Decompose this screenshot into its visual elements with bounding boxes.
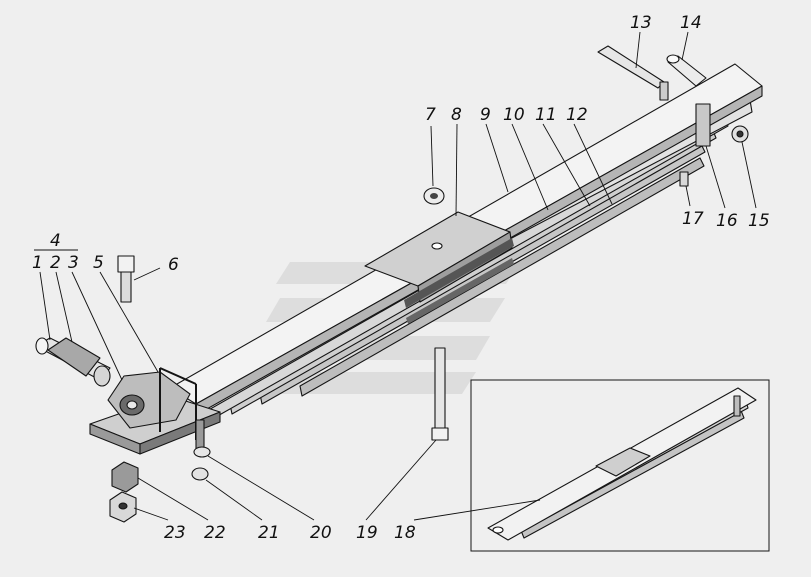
bolt-6-shank bbox=[120, 271, 132, 303]
bracket-tab bbox=[659, 81, 669, 101]
callout-9: 9 bbox=[480, 105, 491, 125]
inset-pad bbox=[595, 447, 651, 477]
callout-18: 18 bbox=[394, 523, 416, 543]
front-bracket bbox=[89, 367, 221, 458]
center-bolt-hole bbox=[431, 242, 443, 250]
callout-4: 4 bbox=[50, 231, 61, 251]
callout-22: 22 bbox=[204, 523, 226, 543]
callout-1: 1 bbox=[32, 253, 43, 273]
pin-end bbox=[35, 337, 49, 355]
inset-eye bbox=[492, 526, 504, 534]
callout-14: 14 bbox=[680, 13, 702, 33]
nut-7-hole bbox=[430, 193, 438, 199]
inset-assembled-view bbox=[470, 379, 770, 552]
bolt-6-head bbox=[117, 255, 135, 273]
nut-23-hole bbox=[118, 502, 128, 510]
clip-bolt bbox=[195, 419, 205, 451]
callout-19: 19 bbox=[356, 523, 378, 543]
callout-17: 17 bbox=[682, 209, 704, 229]
center-shadow-2 bbox=[406, 258, 514, 324]
loose-nuts bbox=[109, 461, 209, 523]
eye-bore-inner bbox=[126, 400, 138, 410]
callout-10: 10 bbox=[503, 105, 525, 125]
center-bolt-head bbox=[431, 427, 449, 441]
center-bolt-shank bbox=[434, 347, 446, 431]
nut-22 bbox=[111, 461, 139, 493]
main-leaf-spring bbox=[169, 63, 763, 423]
bushing-2 bbox=[47, 337, 101, 377]
clip-nut bbox=[193, 446, 211, 458]
callout-6: 6 bbox=[168, 255, 179, 275]
leaf-6 bbox=[299, 157, 705, 397]
sleeve-3 bbox=[93, 365, 111, 387]
rear-shackle-parts bbox=[597, 45, 749, 187]
center-bolt-19 bbox=[431, 347, 449, 441]
callout-13: 13 bbox=[630, 13, 652, 33]
center-shadow bbox=[404, 238, 514, 308]
callout-16: 16 bbox=[716, 211, 738, 231]
clamp-16 bbox=[695, 103, 711, 147]
callout-5: 5 bbox=[93, 253, 104, 273]
eye-pin-assembly bbox=[35, 337, 111, 387]
callout-7: 7 bbox=[425, 105, 436, 125]
rivet-17 bbox=[679, 171, 689, 187]
inset-spring bbox=[487, 387, 757, 541]
callout-11: 11 bbox=[535, 105, 557, 125]
callout-8: 8 bbox=[451, 105, 462, 125]
inset-clip bbox=[733, 395, 741, 417]
callout-12: 12 bbox=[566, 105, 588, 125]
callout-3: 3 bbox=[68, 253, 79, 273]
callout-23: 23 bbox=[164, 523, 186, 543]
callout-21: 21 bbox=[258, 523, 280, 543]
bolt-6 bbox=[117, 255, 135, 303]
leader-lines bbox=[34, 31, 757, 521]
nut-21 bbox=[191, 467, 209, 481]
callout-2: 2 bbox=[50, 253, 61, 273]
nut-15-hole bbox=[736, 130, 744, 138]
pin-14-end bbox=[666, 54, 680, 64]
callout-labels: 4 1 2 3 5 6 7 8 9 10 11 12 13 14 15 16 1… bbox=[32, 13, 770, 543]
callout-20: 20 bbox=[310, 523, 332, 543]
callout-15: 15 bbox=[748, 211, 770, 231]
